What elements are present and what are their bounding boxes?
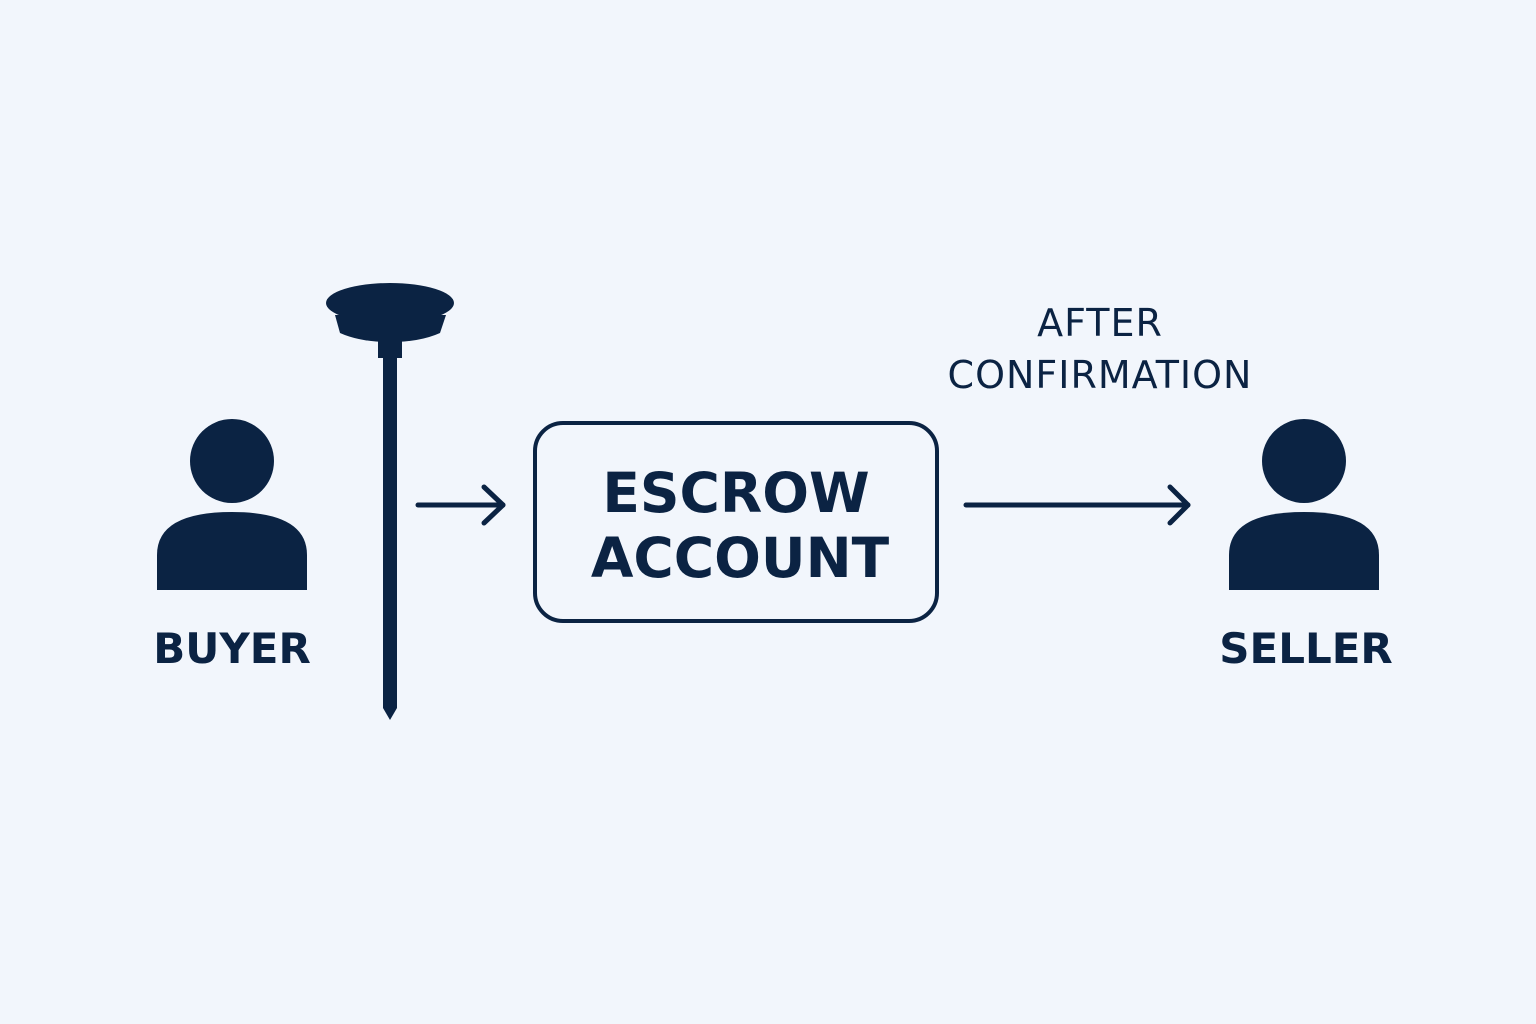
buyer-person-icon (157, 419, 307, 590)
escrow-label-line1: ESCROW (602, 461, 870, 525)
escrow-account-box (533, 421, 939, 623)
condition-label-line1: AFTER (1037, 301, 1163, 345)
seller-label: SELLER (1219, 624, 1393, 673)
arrow-escrow-to-seller (963, 484, 1191, 526)
escrow-label-line2: ACCOUNT (590, 526, 890, 590)
pin-icon (326, 283, 454, 720)
buyer-label: BUYER (153, 624, 311, 673)
condition-label-line2: CONFIRMATION (947, 353, 1253, 397)
seller-person-icon (1229, 419, 1379, 590)
arrow-buyer-to-escrow (415, 484, 506, 526)
